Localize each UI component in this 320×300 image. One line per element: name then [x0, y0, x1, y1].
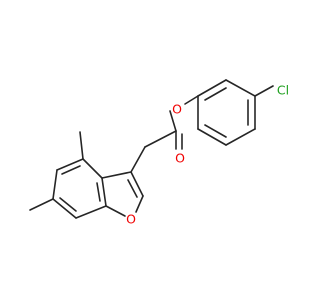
bond [130, 171, 144, 197]
carbonyl-oxygen-label: O [175, 151, 185, 166]
benzofuran-system [29, 131, 144, 219]
bond [184, 95, 199, 105]
bond [82, 158, 103, 179]
furan-oxygen-label: O [126, 212, 136, 227]
bond [169, 110, 177, 132]
ester-oxygen-label: O [172, 102, 182, 117]
bond [130, 146, 146, 173]
bond [52, 198, 77, 219]
c-cl-bond [254, 85, 274, 97]
molecule-structure: O O O Cl [29, 79, 289, 227]
chlorine-label: Cl [277, 83, 289, 98]
bond [144, 130, 177, 148]
bond [197, 79, 227, 97]
bond [225, 128, 256, 146]
bond [101, 177, 107, 207]
bond [197, 128, 227, 146]
double-bond [204, 87, 227, 101]
bond [75, 205, 107, 219]
ester-group [130, 95, 199, 173]
double-bond [127, 179, 138, 198]
bond [101, 171, 132, 179]
bond [225, 79, 256, 97]
double-bond [204, 124, 227, 138]
double-bond [59, 197, 77, 212]
bond [105, 205, 126, 217]
bond [56, 158, 84, 171]
methyl-bond [79, 131, 84, 160]
double-bond [61, 165, 81, 175]
methyl-bond [29, 198, 54, 211]
double-bond [96, 182, 101, 202]
chlorophenyl-ring [197, 79, 256, 146]
molecule-canvas: O O O Cl [29, 79, 289, 227]
bond [135, 195, 144, 213]
bond [52, 169, 58, 200]
